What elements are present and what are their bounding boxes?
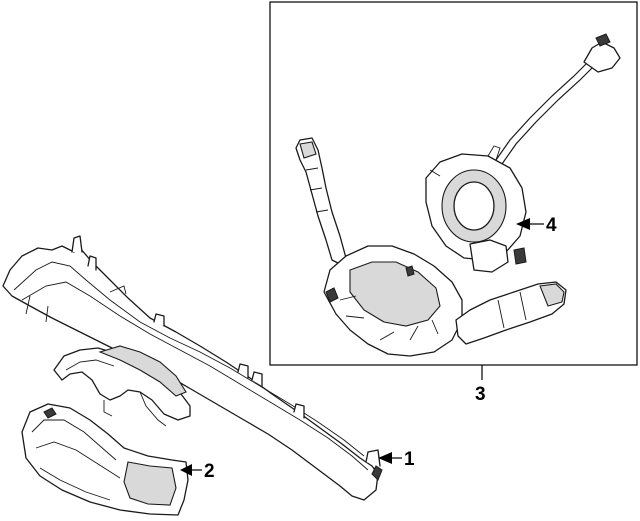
callout-label-2: 2 [204,461,215,482]
upper-column-shroud[interactable] [53,345,191,427]
part-3-combination-switch[interactable] [295,137,567,357]
callout-label-4: 4 [546,215,557,236]
callout-label-1: 1 [404,449,415,470]
callout-3: 3 [475,365,486,405]
callout-2: 2 [180,461,215,482]
part-4-clock-spring[interactable] [425,33,621,273]
callout-4: 4 [516,215,557,236]
part-2-lower-shroud[interactable] [21,403,189,516]
callout-label-3: 3 [475,384,486,405]
callout-1: 1 [378,449,415,470]
inset-frame [269,1,638,366]
